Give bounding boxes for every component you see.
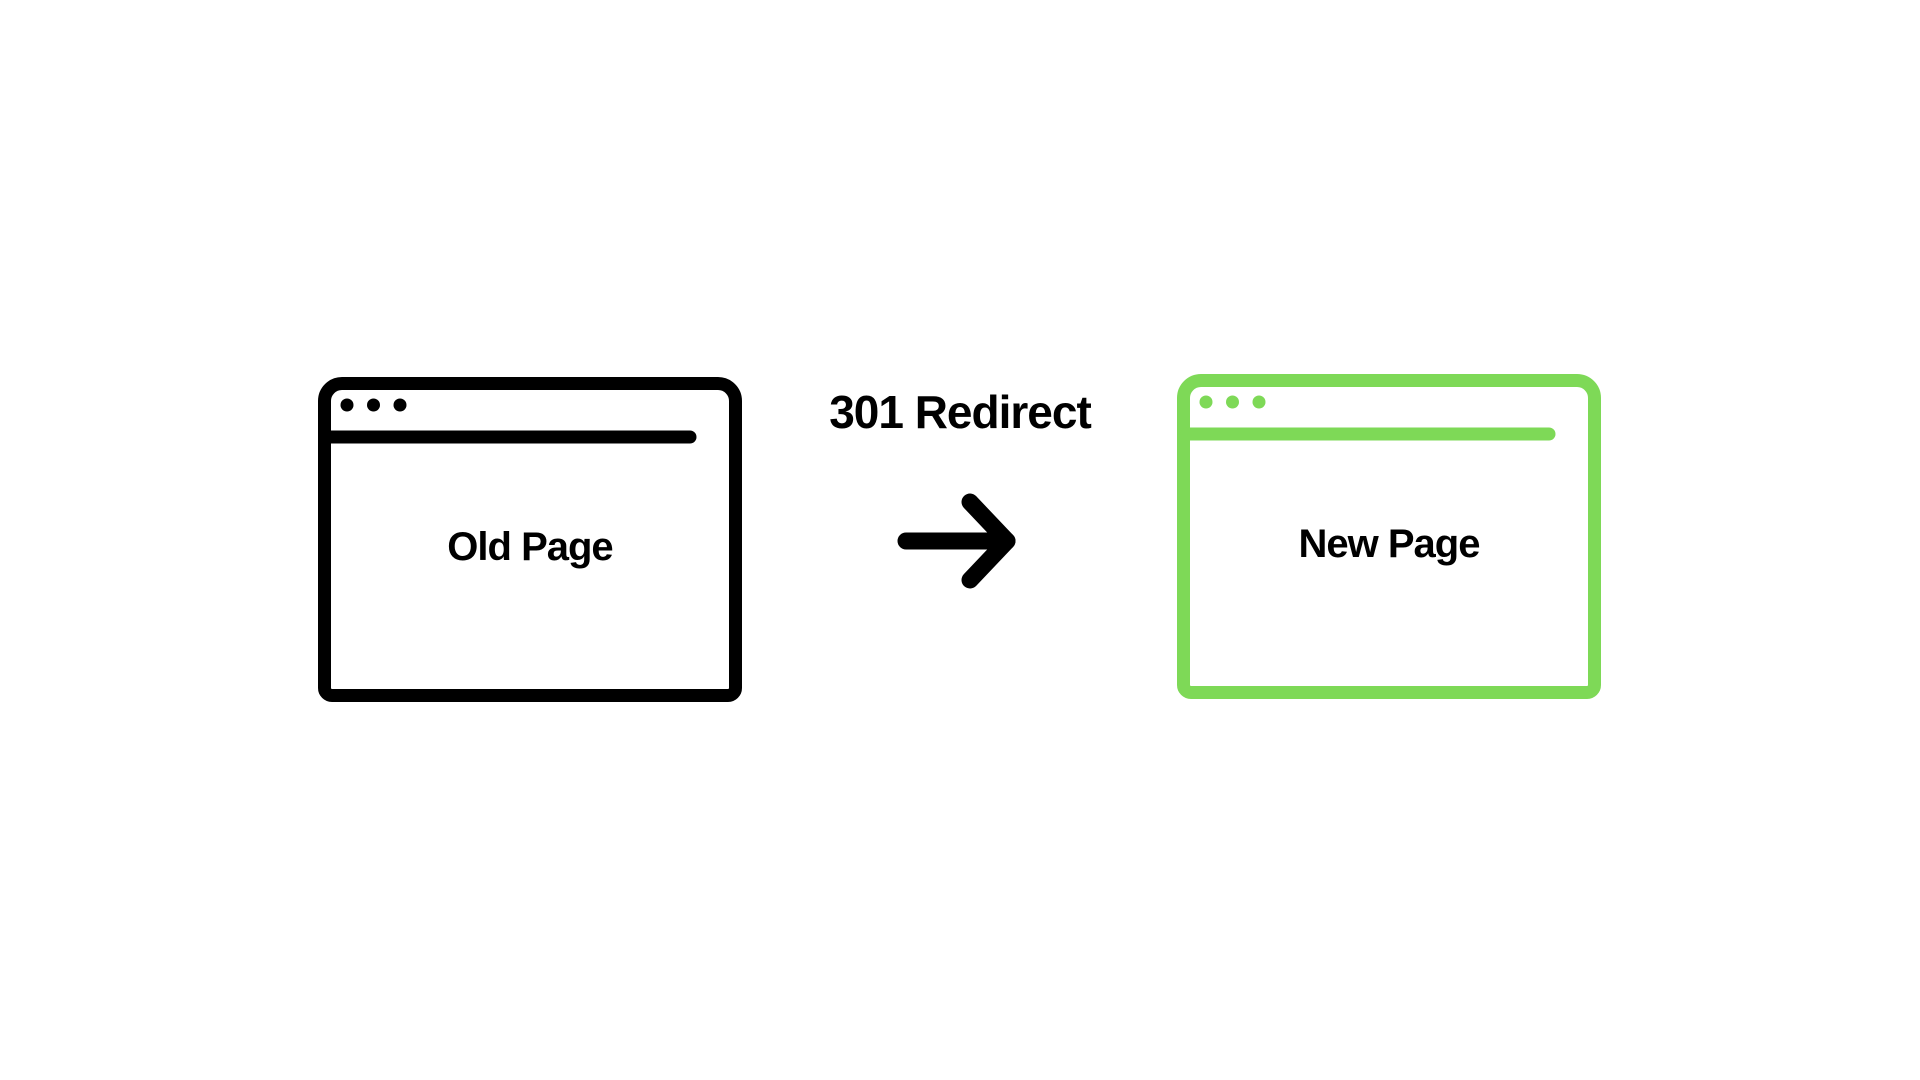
window-dot-icon [367, 398, 380, 412]
new-page-window-graphic [1177, 374, 1601, 699]
old-page-label: Old Page [447, 524, 613, 569]
arrow-right-graphic [897, 493, 1016, 589]
window-dot-icon [1252, 395, 1266, 409]
old-page-browser-icon: Old Page [318, 377, 742, 702]
window-dot-icon [1199, 395, 1213, 409]
new-page-browser-icon: New Page [1177, 374, 1601, 699]
new-page-label: New Page [1298, 521, 1481, 566]
window-dot-icon [1226, 395, 1239, 409]
window-frame [318, 377, 742, 702]
old-page-window-graphic [318, 377, 742, 702]
window-dot-icon [340, 398, 354, 412]
window-dot-icon [393, 398, 407, 412]
arrow-right-icon [893, 493, 1026, 589]
window-frame [1177, 374, 1601, 699]
redirect-title: 301 Redirect [829, 386, 1092, 438]
arrow-head [961, 493, 1016, 589]
